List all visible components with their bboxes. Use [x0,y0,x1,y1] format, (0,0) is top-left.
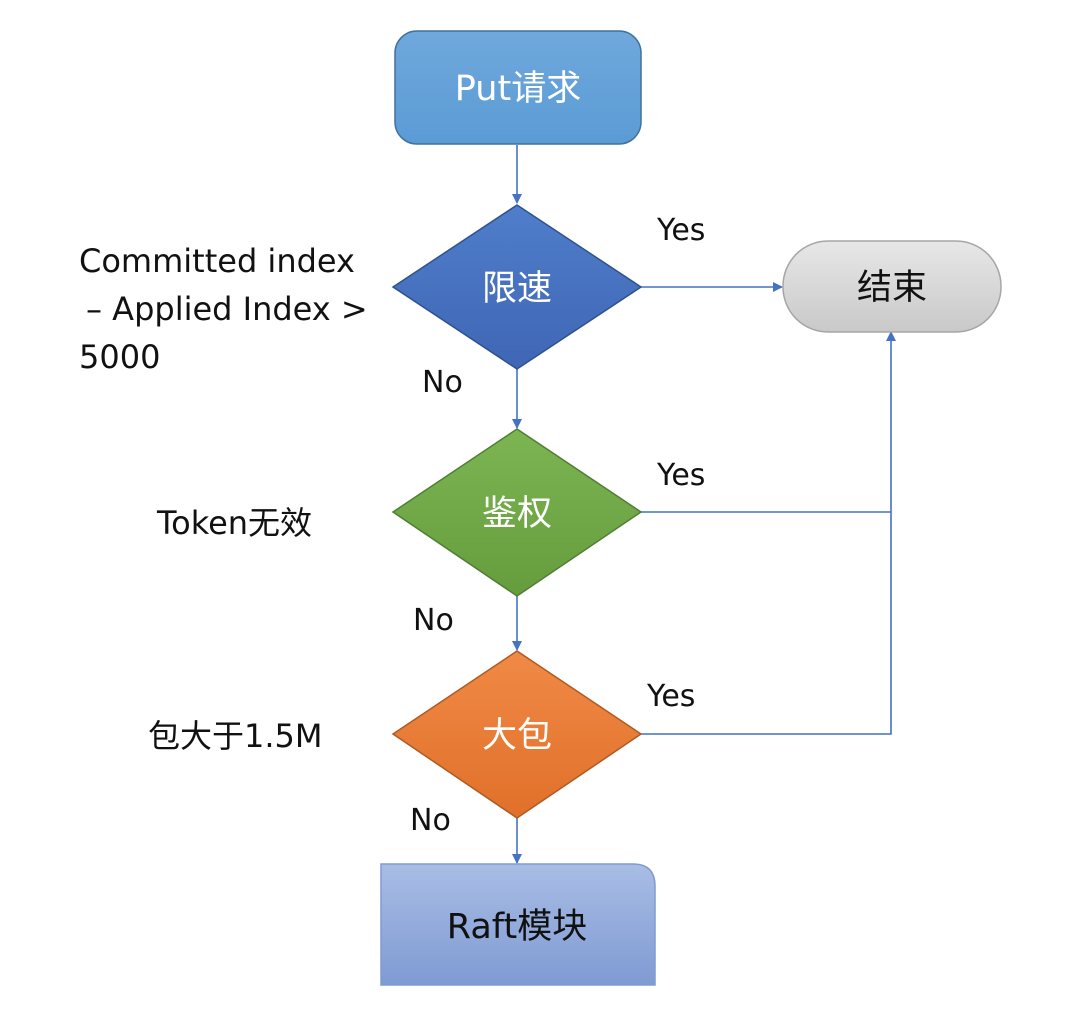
start-node [394,30,642,145]
big-packet-no-label: No [410,803,451,838]
big-packet-condition: 包大于1.5M [148,717,323,755]
rate-limit-condition-line-2: – Applied Index > [86,290,368,328]
auth-decision [391,428,643,597]
connector-big-packet-yes [641,331,896,735]
auth-yes-label: Yes [656,458,705,493]
rate-limit-decision [391,204,643,370]
rate-limit-decision-label: 限速 [482,269,552,309]
end-node [782,240,1002,333]
raft-node-label: Raft模块 [447,907,587,947]
auth-condition: Token无效 [156,504,312,542]
end-node-label: 结束 [857,268,927,308]
rate-limit-no-label: No [422,365,463,400]
rate-limit-yes-label: Yes [656,213,705,248]
big-packet-decision-label: 大包 [482,716,552,756]
big-packet-decision [391,650,643,819]
big-packet-yes-label: Yes [646,679,695,714]
auth-no-label: No [413,603,454,638]
rate-limit-condition-line-1: Committed index [79,242,355,280]
start-node-label: Put请求 [455,69,581,109]
raft-node [380,863,656,986]
auth-decision-label: 鉴权 [482,494,552,534]
rate-limit-condition-line-3: 5000 [79,338,160,376]
